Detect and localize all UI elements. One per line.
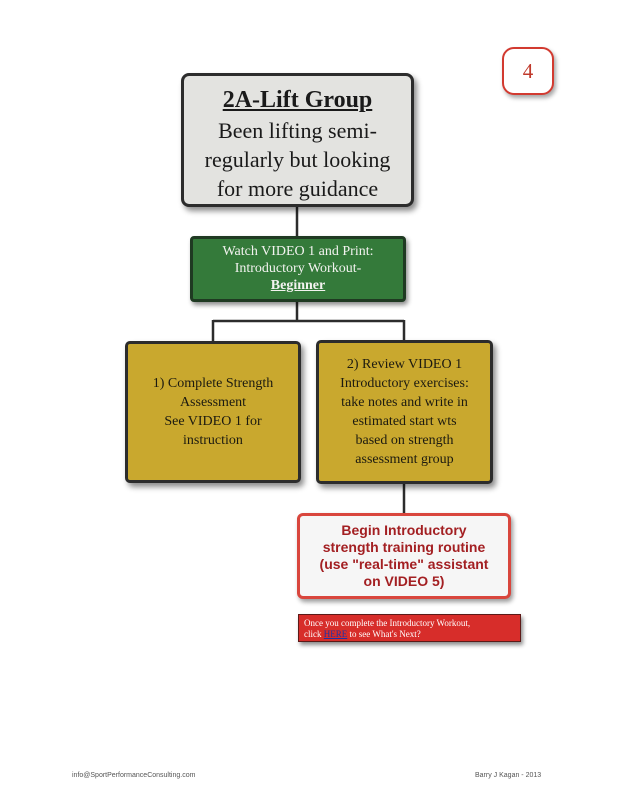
step1-line: Assessment <box>179 395 247 410</box>
step2-line: 2) Review VIDEO 1 <box>346 357 463 372</box>
page-number: 4 <box>522 58 534 83</box>
group-description: Been lifting semi- regularly but looking… <box>184 116 411 203</box>
begin-line: (use "real-time" assistant <box>319 556 489 572</box>
next-line-1: Once you complete the Introductory Worko… <box>304 618 471 628</box>
next-prefix: click <box>304 629 324 639</box>
group-description-line: for more guidance <box>216 176 379 201</box>
step1-line: See VIDEO 1 for <box>164 414 262 429</box>
begin-line: on VIDEO 5) <box>363 573 445 589</box>
video-box-line: Introductory Workout- <box>234 261 362 276</box>
whats-next-box: Once you complete the Introductory Worko… <box>298 614 521 642</box>
footer-email: info@SportPerformanceConsulting.com <box>72 772 196 779</box>
step2-line: based on strength <box>355 433 454 448</box>
step1-box: 1) Complete Strength Assessment See VIDE… <box>125 341 301 483</box>
group-description-line: regularly but looking <box>204 147 391 172</box>
page-number-badge: 4 <box>502 47 554 95</box>
group-title: 2A-Lift Group <box>222 87 373 113</box>
step2-line: take notes and write in <box>341 395 468 410</box>
video-box-level: Beginner <box>270 278 326 293</box>
step2-line: Introductory exercises: <box>340 376 469 391</box>
footer-credit: Barry J Kagan - 2013 <box>475 772 542 779</box>
begin-line: Begin Introductory <box>341 522 467 538</box>
begin-line: strength training routine <box>322 539 486 555</box>
next-line-2: click HERE to see What's Next? <box>304 629 515 640</box>
begin-routine-box: Begin Introductory strength training rou… <box>297 513 511 599</box>
group-description-line: Been lifting semi- <box>218 118 377 143</box>
step1-line: instruction <box>183 433 243 448</box>
step1-line: 1) Complete Strength <box>152 376 274 391</box>
here-link[interactable]: HERE <box>323 629 348 639</box>
step2-line: estimated start wts <box>352 414 457 429</box>
watch-video-box: Watch VIDEO 1 and Print: Introductory Wo… <box>190 236 406 302</box>
group-box: 2A-Lift Group Been lifting semi- regular… <box>181 73 414 207</box>
video-box-line: Watch VIDEO 1 and Print: <box>222 244 374 259</box>
step2-box: 2) Review VIDEO 1 Introductory exercises… <box>316 340 493 484</box>
next-suffix: to see What's Next? <box>347 629 421 639</box>
step2-line: assessment group <box>355 452 454 467</box>
